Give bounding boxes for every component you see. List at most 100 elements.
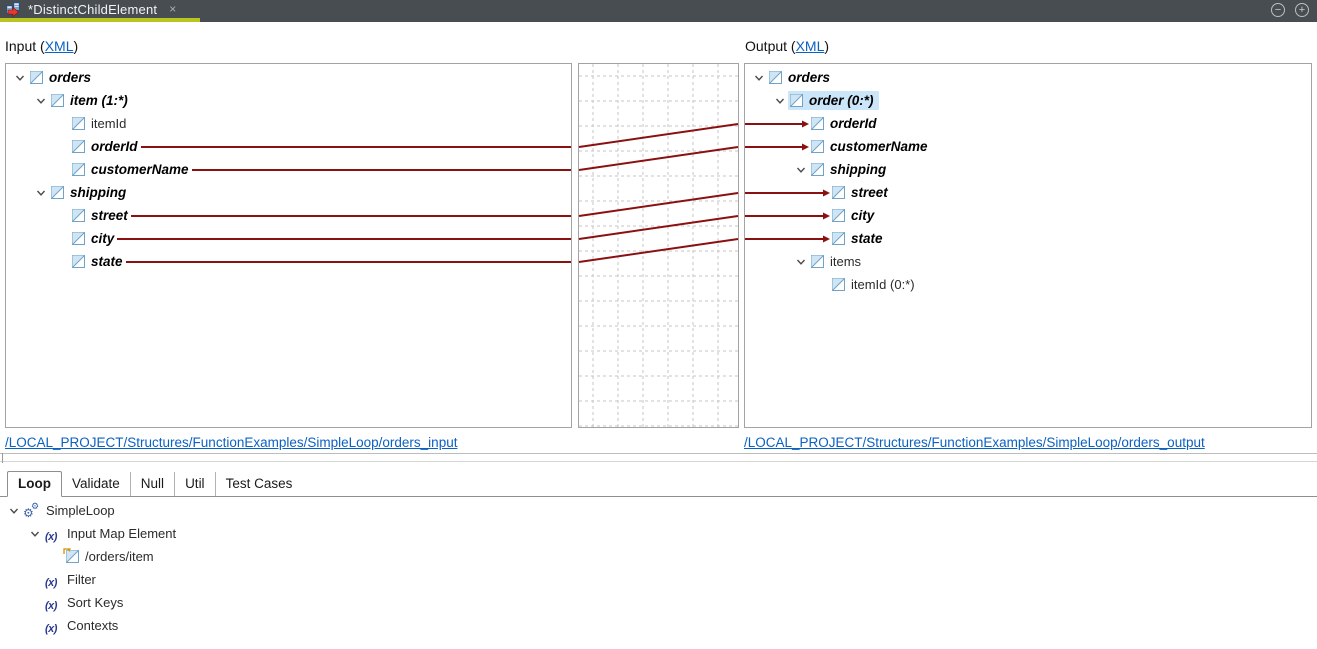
chevron-down-icon[interactable] — [775, 96, 785, 106]
node[interactable]: items — [809, 252, 866, 271]
chevron-down-icon[interactable] — [796, 165, 806, 175]
node[interactable]: city — [830, 206, 879, 225]
node-label: orderId — [830, 116, 877, 131]
node[interactable]: itemId — [70, 114, 131, 133]
node[interactable]: state — [830, 229, 888, 248]
tree-row-sort-keys[interactable]: (x)Sort Keys — [0, 591, 1317, 614]
function-icon: (x) — [45, 577, 57, 589]
tree-row-orders[interactable]: orders — [6, 66, 571, 89]
tree-row-shipping[interactable]: shipping — [6, 181, 571, 204]
node[interactable]: item (1:*) — [49, 91, 133, 110]
node-label: order (0:*) — [809, 93, 874, 108]
chevron-down-icon[interactable] — [30, 529, 40, 539]
xml-element-icon — [30, 71, 43, 84]
splitter-groove[interactable] — [0, 461, 1317, 462]
node[interactable]: shipping — [809, 160, 891, 179]
collapse-icon[interactable]: − — [1271, 3, 1285, 17]
tree-row-customername[interactable]: customerName — [6, 158, 571, 181]
splitter-line[interactable] — [0, 453, 1317, 454]
tree-row-state[interactable]: state — [6, 250, 571, 273]
node[interactable]: orders — [28, 68, 96, 87]
tree-row-order-0-[interactable]: order (0:*) — [745, 89, 1311, 112]
element-mapped-icon — [63, 547, 79, 563]
input-tree: orders item (1:*) itemId orderId customerNam… — [6, 64, 571, 273]
node-label: orders — [788, 70, 831, 85]
tree-row-simpleloop[interactable]: ⚙⚙SimpleLoop — [0, 499, 1317, 522]
tree-row-itemid-0-[interactable]: itemId (0:*) — [745, 273, 1311, 296]
node[interactable]: street — [70, 206, 133, 225]
node[interactable]: shipping — [49, 183, 131, 202]
tree-row-street[interactable]: street — [745, 181, 1311, 204]
xml-element-icon — [72, 163, 85, 176]
function-tree: ⚙⚙SimpleLoop (x)Input Map Element/orders/… — [0, 497, 1317, 637]
node-label: state — [91, 254, 123, 269]
output-xml-link[interactable]: XML — [795, 38, 825, 54]
chevron-down-icon[interactable] — [15, 73, 25, 83]
chevron-down-icon[interactable] — [796, 257, 806, 267]
document-tab[interactable]: *DistinctChildElement × — [0, 0, 176, 18]
node[interactable]: street — [830, 183, 893, 202]
tree-row-filter[interactable]: (x) Filter — [0, 568, 1317, 591]
node[interactable]: (x)Contexts — [43, 616, 123, 635]
xml-element-icon — [51, 94, 64, 107]
document-tab-title: *DistinctChildElement — [28, 1, 158, 17]
tree-row-customername[interactable]: customerName — [745, 135, 1311, 158]
tree-row-state[interactable]: state — [745, 227, 1311, 250]
output-pane-header: Output (XML) — [745, 38, 830, 54]
node[interactable]: state — [70, 252, 128, 271]
close-icon[interactable]: × — [169, 2, 177, 16]
node[interactable]: orderId — [809, 114, 882, 133]
tree-row-items[interactable]: items — [745, 250, 1311, 273]
node-label: street — [91, 208, 128, 223]
xml-element-icon — [769, 71, 782, 84]
node[interactable]: customerName — [70, 160, 194, 179]
tab-validate[interactable]: Validate — [62, 472, 131, 496]
chevron-down-icon[interactable] — [36, 96, 46, 106]
tree-row-street[interactable]: street — [6, 204, 571, 227]
node[interactable]: (x) Filter — [43, 570, 101, 589]
node[interactable]: (x)Input Map Element — [43, 524, 181, 543]
tab-util[interactable]: Util — [175, 472, 216, 496]
xml-element-icon — [51, 186, 64, 199]
node[interactable]: /orders/item — [63, 547, 159, 566]
tree-row-shipping[interactable]: shipping — [745, 158, 1311, 181]
node[interactable]: city — [70, 229, 119, 248]
node-label: Filter — [67, 572, 96, 587]
node[interactable]: ⚙⚙SimpleLoop — [23, 501, 115, 520]
output-tree-panel: orders order (0:*) orderId customerName ship… — [744, 63, 1312, 428]
chevron-down-icon[interactable] — [9, 506, 19, 516]
chevron-down-icon[interactable] — [754, 73, 764, 83]
node[interactable]: customerName — [809, 137, 933, 156]
chevron-down-icon[interactable] — [36, 188, 46, 198]
tree-row-contexts[interactable]: (x)Contexts — [0, 614, 1317, 637]
xml-element-icon — [72, 117, 85, 130]
tree-row-input-map-element[interactable]: (x)Input Map Element — [0, 522, 1317, 545]
tab-test-cases[interactable]: Test Cases — [225, 476, 293, 491]
tree-row-city[interactable]: city — [745, 204, 1311, 227]
tree-row--orders-item[interactable]: /orders/item — [0, 545, 1317, 568]
tree-row-orderid[interactable]: orderId — [6, 135, 571, 158]
node-label: customerName — [830, 139, 928, 154]
tree-row-city[interactable]: city — [6, 227, 571, 250]
node[interactable]: (x)Sort Keys — [43, 593, 128, 612]
input-xml-link[interactable]: XML — [44, 38, 74, 54]
expand-icon[interactable]: + — [1295, 3, 1309, 17]
tree-row-item-1-[interactable]: item (1:*) — [6, 89, 571, 112]
node-label: item (1:*) — [70, 93, 128, 108]
mapping-canvas[interactable] — [578, 63, 739, 428]
node-label: itemId (0:*) — [851, 277, 915, 292]
selected-node[interactable]: order (0:*) — [788, 91, 879, 110]
tab-null[interactable]: Null — [131, 472, 176, 496]
active-tab-underline — [0, 18, 200, 22]
tree-row-orders[interactable]: orders — [745, 66, 1311, 89]
tree-row-itemid[interactable]: itemId — [6, 112, 571, 135]
node[interactable]: orderId — [70, 137, 143, 156]
tab-loop[interactable]: Loop — [7, 471, 62, 497]
tree-row-orderid[interactable]: orderId — [745, 112, 1311, 135]
node-label: street — [851, 185, 888, 200]
node[interactable]: itemId (0:*) — [830, 275, 920, 294]
splitter-handle[interactable] — [2, 453, 6, 463]
node[interactable]: orders — [767, 68, 835, 87]
editor-tab-bar: *DistinctChildElement × − + — [0, 0, 1317, 22]
